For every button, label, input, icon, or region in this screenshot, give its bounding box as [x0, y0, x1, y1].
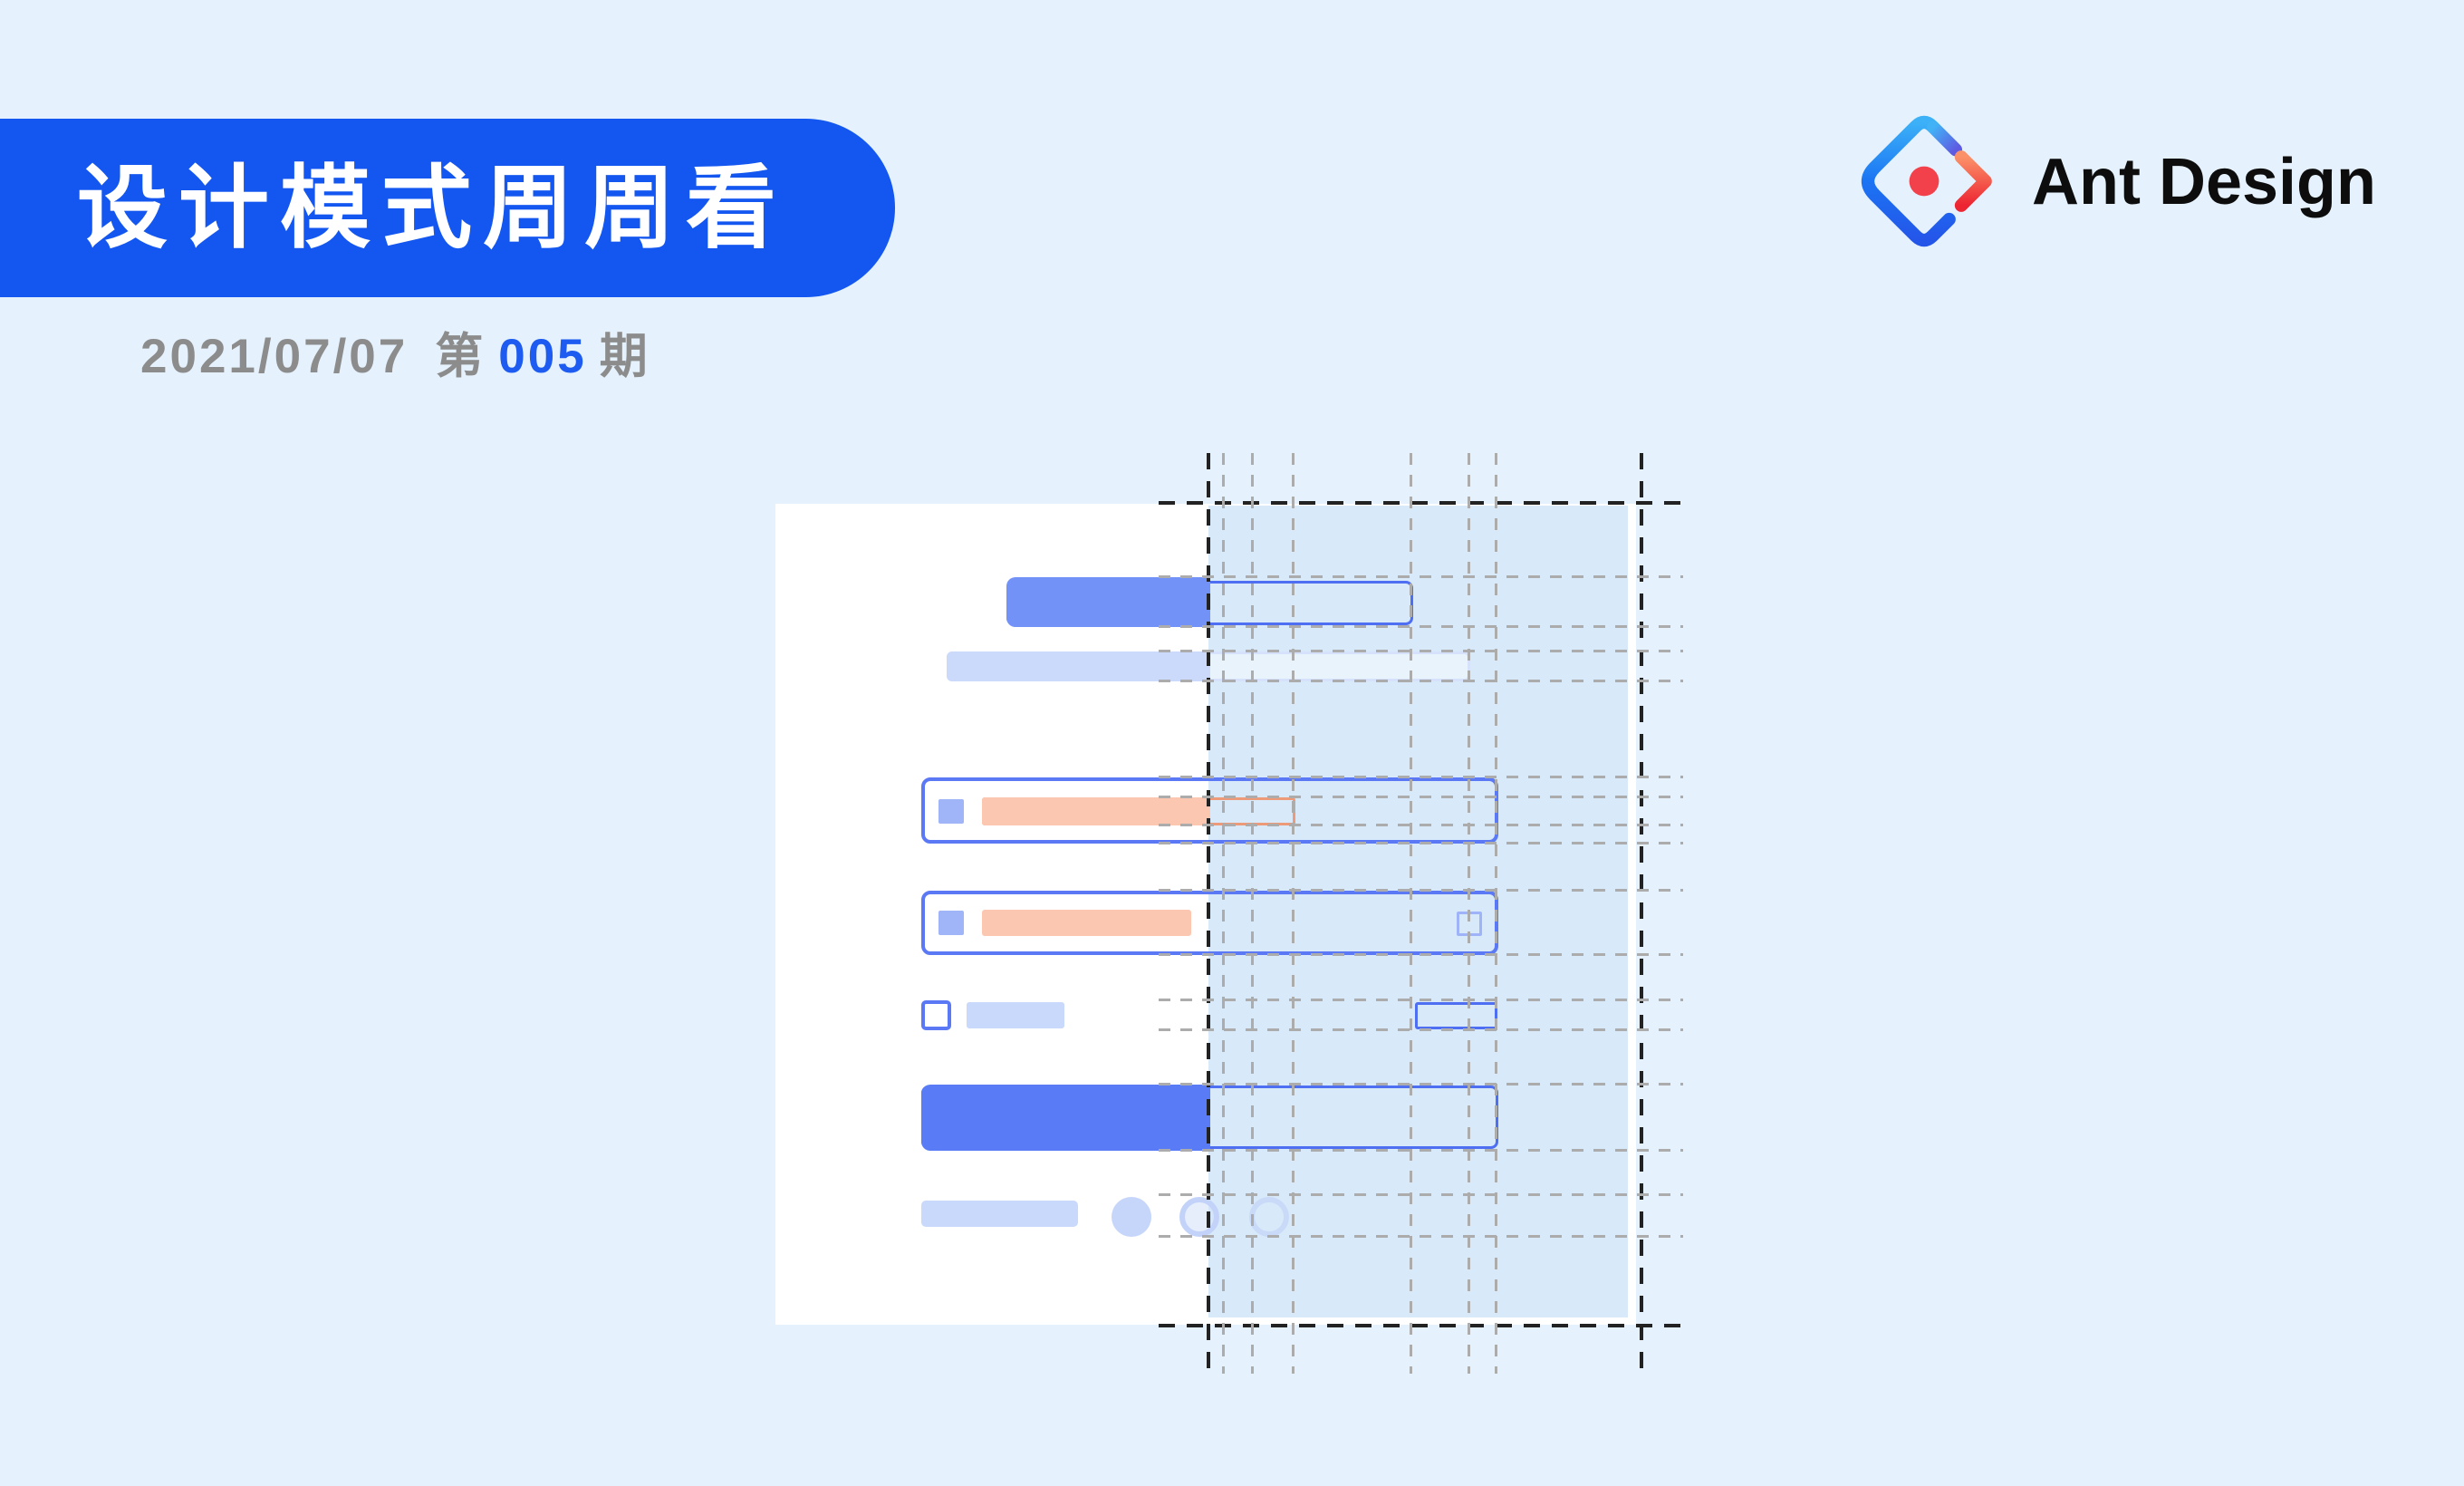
issue-label-suffix: 期 — [599, 330, 650, 383]
guide-line-horizontal — [1159, 650, 1683, 652]
blueprint-overlay — [1208, 506, 1628, 1317]
guide-line-right — [1640, 453, 1643, 1375]
guide-line-bottom — [1159, 1324, 1683, 1327]
brand-name: Ant Design — [2032, 146, 2377, 218]
footer-dot-3 — [1249, 1197, 1289, 1237]
checkbox-label-bar — [967, 1002, 1064, 1028]
guide-line-vertical — [1292, 453, 1295, 1374]
guide-line-horizontal — [1159, 625, 1683, 628]
guide-line-horizontal — [1159, 953, 1683, 956]
checkbox-skeleton — [921, 1000, 951, 1030]
guide-line-horizontal — [1159, 1193, 1683, 1196]
guide-line-horizontal — [1159, 1028, 1683, 1031]
input-field-2-text-fill — [982, 910, 1191, 936]
guide-line-vertical — [1222, 453, 1225, 1374]
input-field-1-chip — [938, 799, 964, 824]
guide-line-horizontal — [1159, 999, 1683, 1001]
title-banner: 设计模式周周看 — [0, 119, 895, 297]
issue-number: 005 — [498, 330, 587, 383]
footer-dot-2 — [1179, 1197, 1219, 1237]
input-field-2-chip — [938, 911, 964, 935]
primary-button-fill — [921, 1085, 1210, 1151]
issue-label-prefix: 第 — [435, 330, 486, 383]
page-title: 设计模式周周看 — [77, 157, 787, 259]
ant-design-logo-icon — [1861, 115, 1992, 247]
checkbox-spec-outline — [1415, 1002, 1497, 1029]
guide-line-horizontal — [1159, 1235, 1683, 1238]
title-bar-fill — [1006, 577, 1210, 627]
guide-line-top — [1159, 501, 1683, 505]
guide-line-vertical — [1468, 453, 1470, 1374]
guide-line-horizontal — [1159, 776, 1683, 778]
subtitle-bar-fill — [947, 651, 1210, 681]
guide-line-vertical — [1495, 453, 1497, 1374]
guide-line-vertical — [1410, 453, 1412, 1374]
guide-line-horizontal — [1159, 796, 1683, 798]
guide-line-horizontal — [1159, 889, 1683, 892]
issue-date: 2021/07/07 — [140, 330, 409, 383]
guide-line-horizontal — [1159, 1149, 1683, 1152]
input-field-1-text-fill — [982, 797, 1210, 825]
guide-line-horizontal — [1159, 1083, 1683, 1086]
guide-line-horizontal — [1159, 575, 1683, 578]
guide-line-left — [1207, 453, 1210, 1375]
guide-line-vertical — [1251, 453, 1254, 1374]
footer-bar — [921, 1201, 1078, 1227]
guide-line-horizontal — [1159, 680, 1683, 682]
footer-dot-1 — [1112, 1197, 1151, 1237]
guide-line-horizontal — [1159, 824, 1683, 826]
guide-line-horizontal — [1159, 842, 1683, 844]
